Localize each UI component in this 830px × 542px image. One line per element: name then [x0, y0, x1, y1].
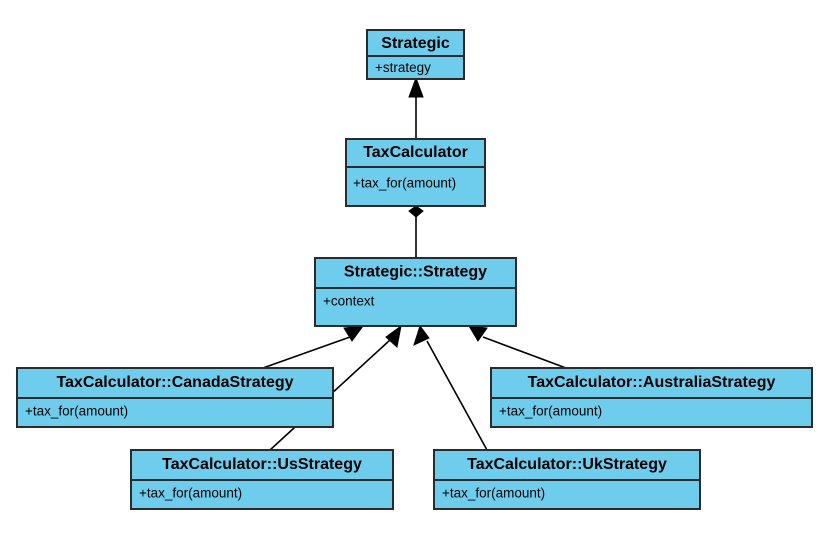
- class-name-label: TaxCalculator::AustraliaStrategy: [528, 374, 776, 391]
- edge-canada-to-strategy[interactable]: [262, 325, 365, 369]
- class-box-us-strategy[interactable]: TaxCalculator::UsStrategy +tax_for(amoun…: [130, 449, 394, 510]
- edge-line: [426, 340, 488, 451]
- class-name-label: TaxCalculator::UkStrategy: [467, 456, 667, 473]
- class-name-label: TaxCalculator::UsStrategy: [162, 456, 362, 473]
- class-member-label: +strategy: [375, 60, 431, 75]
- class-box-strategic-strategy[interactable]: Strategic::Strategy +context: [314, 257, 517, 327]
- class-name-label: Strategic: [381, 35, 450, 52]
- edge-taxcalculator-to-strategic[interactable]: [408, 76, 424, 139]
- edge-line: [482, 336, 567, 369]
- class-box-layer: Strategic +strategy TaxCalculator +tax_f…: [16, 29, 813, 510]
- generalization-arrowhead-icon: [468, 325, 488, 342]
- edge-uk-to-strategy[interactable]: [413, 324, 488, 451]
- class-name-label: TaxCalculator: [363, 144, 468, 161]
- class-member-label: +tax_for(amount): [25, 404, 128, 419]
- class-member-label: +tax_for(amount): [499, 404, 602, 419]
- class-member-label: +tax_for(amount): [353, 176, 456, 191]
- class-name-label: Strategic::Strategy: [344, 264, 487, 281]
- class-member-label: +context: [323, 294, 375, 309]
- edge-australia-to-strategy[interactable]: [468, 325, 567, 369]
- class-box-uk-strategy[interactable]: TaxCalculator::UkStrategy +tax_for(amoun…: [433, 449, 701, 510]
- relationship-layer: [262, 76, 567, 451]
- generalization-arrowhead-icon: [413, 324, 430, 346]
- class-box-australia-strategy[interactable]: TaxCalculator::AustraliaStrategy +tax_fo…: [490, 367, 813, 428]
- class-box-background: [314, 257, 517, 327]
- class-box-strategic[interactable]: Strategic +strategy: [366, 29, 465, 80]
- class-box-canada-strategy[interactable]: TaxCalculator::CanadaStrategy +tax_for(a…: [16, 367, 334, 428]
- class-box-background: [366, 29, 465, 80]
- generalization-arrowhead-icon: [385, 324, 402, 348]
- class-member-label: +tax_for(amount): [442, 486, 545, 501]
- class-name-label: TaxCalculator::CanadaStrategy: [56, 374, 293, 391]
- class-box-tax-calculator[interactable]: TaxCalculator +tax_for(amount): [345, 138, 486, 207]
- edge-taxcalculator-to-strategy[interactable]: [408, 205, 424, 258]
- composition-diamond-icon: [408, 205, 424, 218]
- class-box-background: [345, 138, 486, 207]
- class-member-label: +tax_for(amount): [139, 486, 242, 501]
- edge-line: [262, 336, 351, 369]
- generalization-arrowhead-icon: [408, 76, 424, 98]
